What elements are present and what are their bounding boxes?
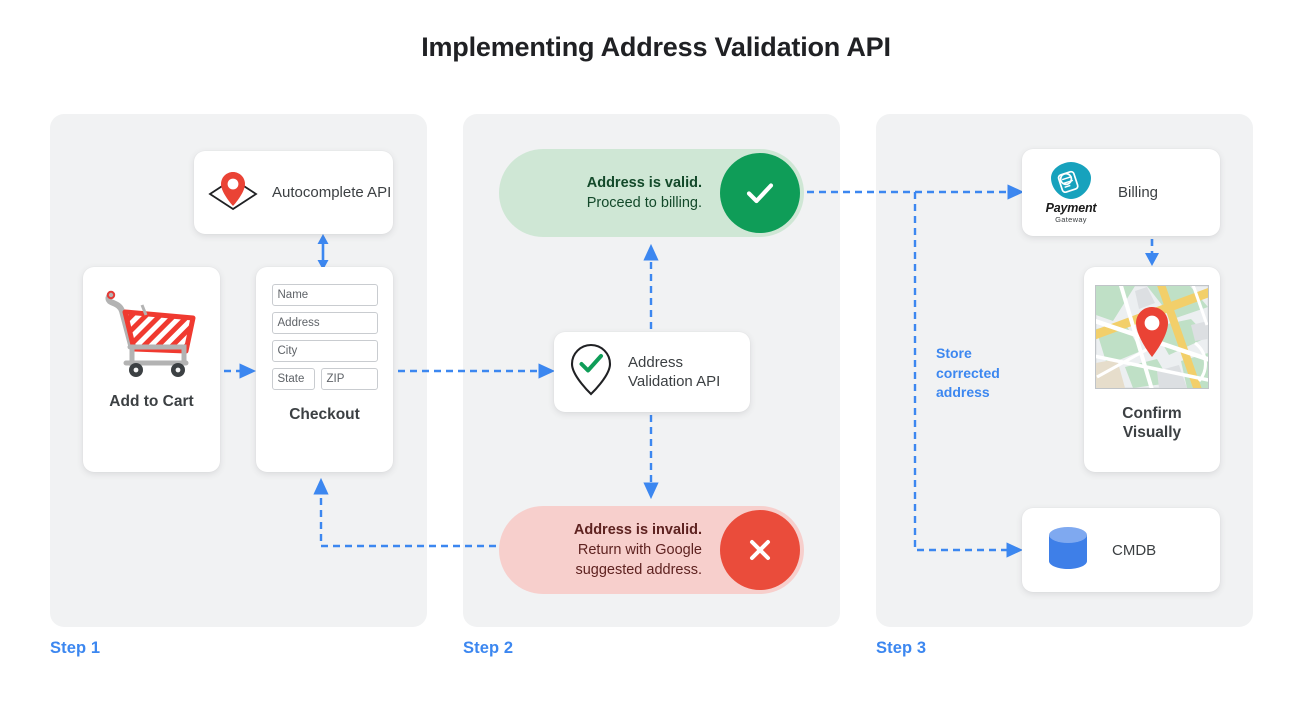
connector-store-to-cmdb xyxy=(913,192,1024,558)
address-valid-pill[interactable]: Address is valid. Proceed to billing. xyxy=(499,149,804,237)
map-thumbnail-icon xyxy=(1095,285,1210,394)
map-pin-diamond-icon xyxy=(205,164,261,221)
validation-label-line1: Address xyxy=(628,354,684,371)
store-note-line1: Store xyxy=(936,345,972,361)
store-note-line3: address xyxy=(936,384,990,400)
checkout-card[interactable]: Name Address City State ZIP Checkout xyxy=(256,267,393,472)
payment-gateway-line1: Payment xyxy=(1045,201,1097,215)
check-icon xyxy=(720,153,800,233)
zip-field[interactable]: ZIP xyxy=(320,368,378,390)
confirm-visually-card[interactable]: Confirm Visually xyxy=(1084,267,1220,472)
validation-label-line2: Validation API xyxy=(628,373,721,390)
address-validation-api-card[interactable]: Address Validation API xyxy=(554,332,750,412)
city-field[interactable]: City xyxy=(271,340,378,362)
checkout-form: Name Address City State ZIP xyxy=(271,284,378,390)
step-2-label: Step 2 xyxy=(463,639,514,657)
billing-card[interactable]: Payment Gateway Billing xyxy=(1022,149,1220,236)
autocomplete-api-card[interactable]: Autocomplete API xyxy=(194,151,393,234)
address-valid-line2: Proceed to billing. xyxy=(586,195,702,211)
address-invalid-line3: suggested address. xyxy=(575,562,702,578)
confirm-caption-line2: Visually xyxy=(1122,424,1182,441)
connector-billing-to-confirm xyxy=(1145,239,1159,266)
state-zip-row: State ZIP xyxy=(271,368,378,390)
address-invalid-pill[interactable]: Address is invalid. Return with Google s… xyxy=(499,506,804,594)
shopping-cart-icon xyxy=(98,275,206,386)
checkout-caption: Checkout xyxy=(289,406,360,423)
state-field[interactable]: State xyxy=(271,368,315,390)
cmdb-label: CMDB xyxy=(1112,541,1157,559)
autocomplete-api-label: Autocomplete API xyxy=(272,184,392,201)
add-to-cart-caption: Add to Cart xyxy=(109,393,194,410)
confirm-caption-line1: Confirm xyxy=(1122,405,1182,422)
pin-check-icon xyxy=(568,342,614,403)
billing-label: Billing xyxy=(1118,184,1159,201)
address-invalid-line2: Return with Google xyxy=(577,542,702,558)
confirm-visually-caption: Confirm Visually xyxy=(1122,404,1181,442)
payment-gateway-logo-text: Payment Gateway xyxy=(1045,201,1097,225)
address-invalid-text: Address is invalid. Return with Google s… xyxy=(574,520,702,580)
cmdb-card[interactable]: CMDB xyxy=(1022,508,1220,592)
step-1-label: Step 1 xyxy=(50,639,101,657)
close-x-icon xyxy=(720,510,800,590)
step-3-label: Step 3 xyxy=(876,639,927,657)
address-validation-api-label: Address Validation API xyxy=(628,353,720,391)
database-cylinder-icon xyxy=(1042,522,1094,579)
payment-gateway-logo: Payment Gateway xyxy=(1034,161,1108,224)
page-title: Implementing Address Validation API xyxy=(421,32,891,62)
connector-autocomplete-checkout-duplex xyxy=(317,234,329,270)
address-valid-line1: Address is valid. xyxy=(586,175,702,191)
connector-invalid-back-to-checkout xyxy=(313,477,496,548)
store-corrected-address-note: Store corrected address xyxy=(936,344,1000,403)
payment-gateway-line2: Gateway xyxy=(1055,215,1087,224)
add-to-cart-card[interactable]: Add to Cart xyxy=(83,267,220,472)
address-valid-text: Address is valid. Proceed to billing. xyxy=(587,173,702,213)
name-field[interactable]: Name xyxy=(271,284,378,306)
address-field[interactable]: Address xyxy=(271,312,378,334)
store-note-line2: corrected xyxy=(936,364,1000,381)
address-invalid-line1: Address is invalid. xyxy=(573,522,702,538)
